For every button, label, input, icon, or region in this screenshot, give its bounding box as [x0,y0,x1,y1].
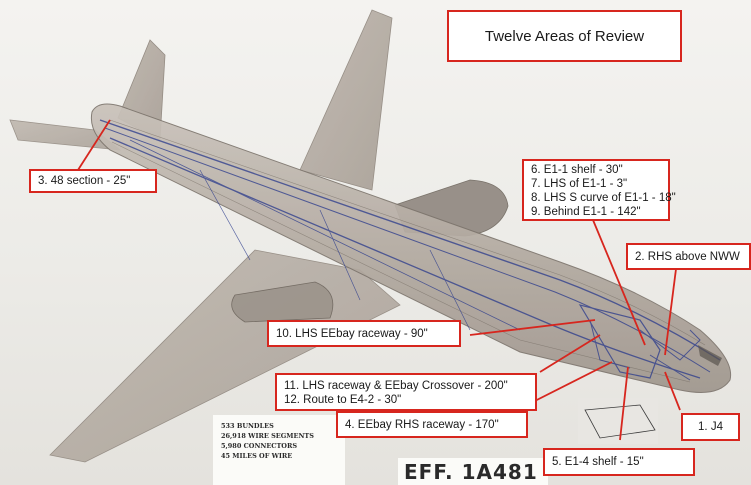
placard-miles: 45 MILES OF WIRE [221,452,293,460]
callout-section48-text: 3. 48 section - 25" [38,175,131,187]
callout-e1-item-8: 8. LHS S curve of E1-1 - 18" [531,192,676,204]
fuselage [90,103,732,393]
cockpit-windows [698,345,722,366]
callout-crossover: 11. LHS raceway & EEbay Crossover - 200"… [275,373,537,411]
inset-photo [578,398,658,444]
callout-e1-item-6: 6. E1-1 shelf - 30" [531,164,623,176]
diagram-title: Twelve Areas of Review [447,10,682,62]
callout-rhs-nww: 2. RHS above NWW [626,243,751,270]
placard-wire-segments: 26,918 WIRE SEGMENTS [221,432,314,440]
callout-lhs-eebay: 10. LHS EEbay raceway - 90" [267,320,461,347]
callout-e14-text: 5. E1-4 shelf - 15" [552,456,644,468]
effectivity-sign-text: EFF. 1A481 [404,459,538,484]
callout-j4: 1. J4 [681,413,740,441]
callout-crossover-item-12: 12. Route to E4-2 - 30" [284,394,402,406]
callout-j4-text: 1. J4 [698,421,723,433]
callout-eebay-rhs: 4. EEbay RHS raceway - 170" [336,411,528,438]
diagram-title-text: Twelve Areas of Review [484,27,645,45]
placard-bundles: 533 BUNDLES [221,422,274,430]
callout-eebay-rhs-text: 4. EEbay RHS raceway - 170" [345,419,499,431]
callout-e14: 5. E1-4 shelf - 15" [543,448,695,476]
callout-e1-item-9: 9. Behind E1-1 - 142" [531,206,641,218]
wiring-bundles [99,119,721,381]
callout-section48: 3. 48 section - 25" [29,169,157,193]
engine-lower [231,281,334,323]
callout-e1-group: 6. E1-1 shelf - 30" 7. LHS of E1-1 - 3" … [522,159,676,221]
callout-e1-item-7: 7. LHS of E1-1 - 3" [531,178,628,190]
callout-crossover-item-11: 11. LHS raceway & EEbay Crossover - 200" [284,380,508,392]
callout-rhs-nww-text: 2. RHS above NWW [635,251,740,263]
placard-connectors: 5,980 CONNECTORS [221,442,298,450]
wire-stats-placard: 533 BUNDLES 26,918 WIRE SEGMENTS 5,980 C… [213,415,345,485]
wing-right [299,9,393,191]
callout-lhs-eebay-text: 10. LHS EEbay raceway - 90" [276,328,428,340]
effectivity-sign: EFF. 1A481 [398,458,548,485]
